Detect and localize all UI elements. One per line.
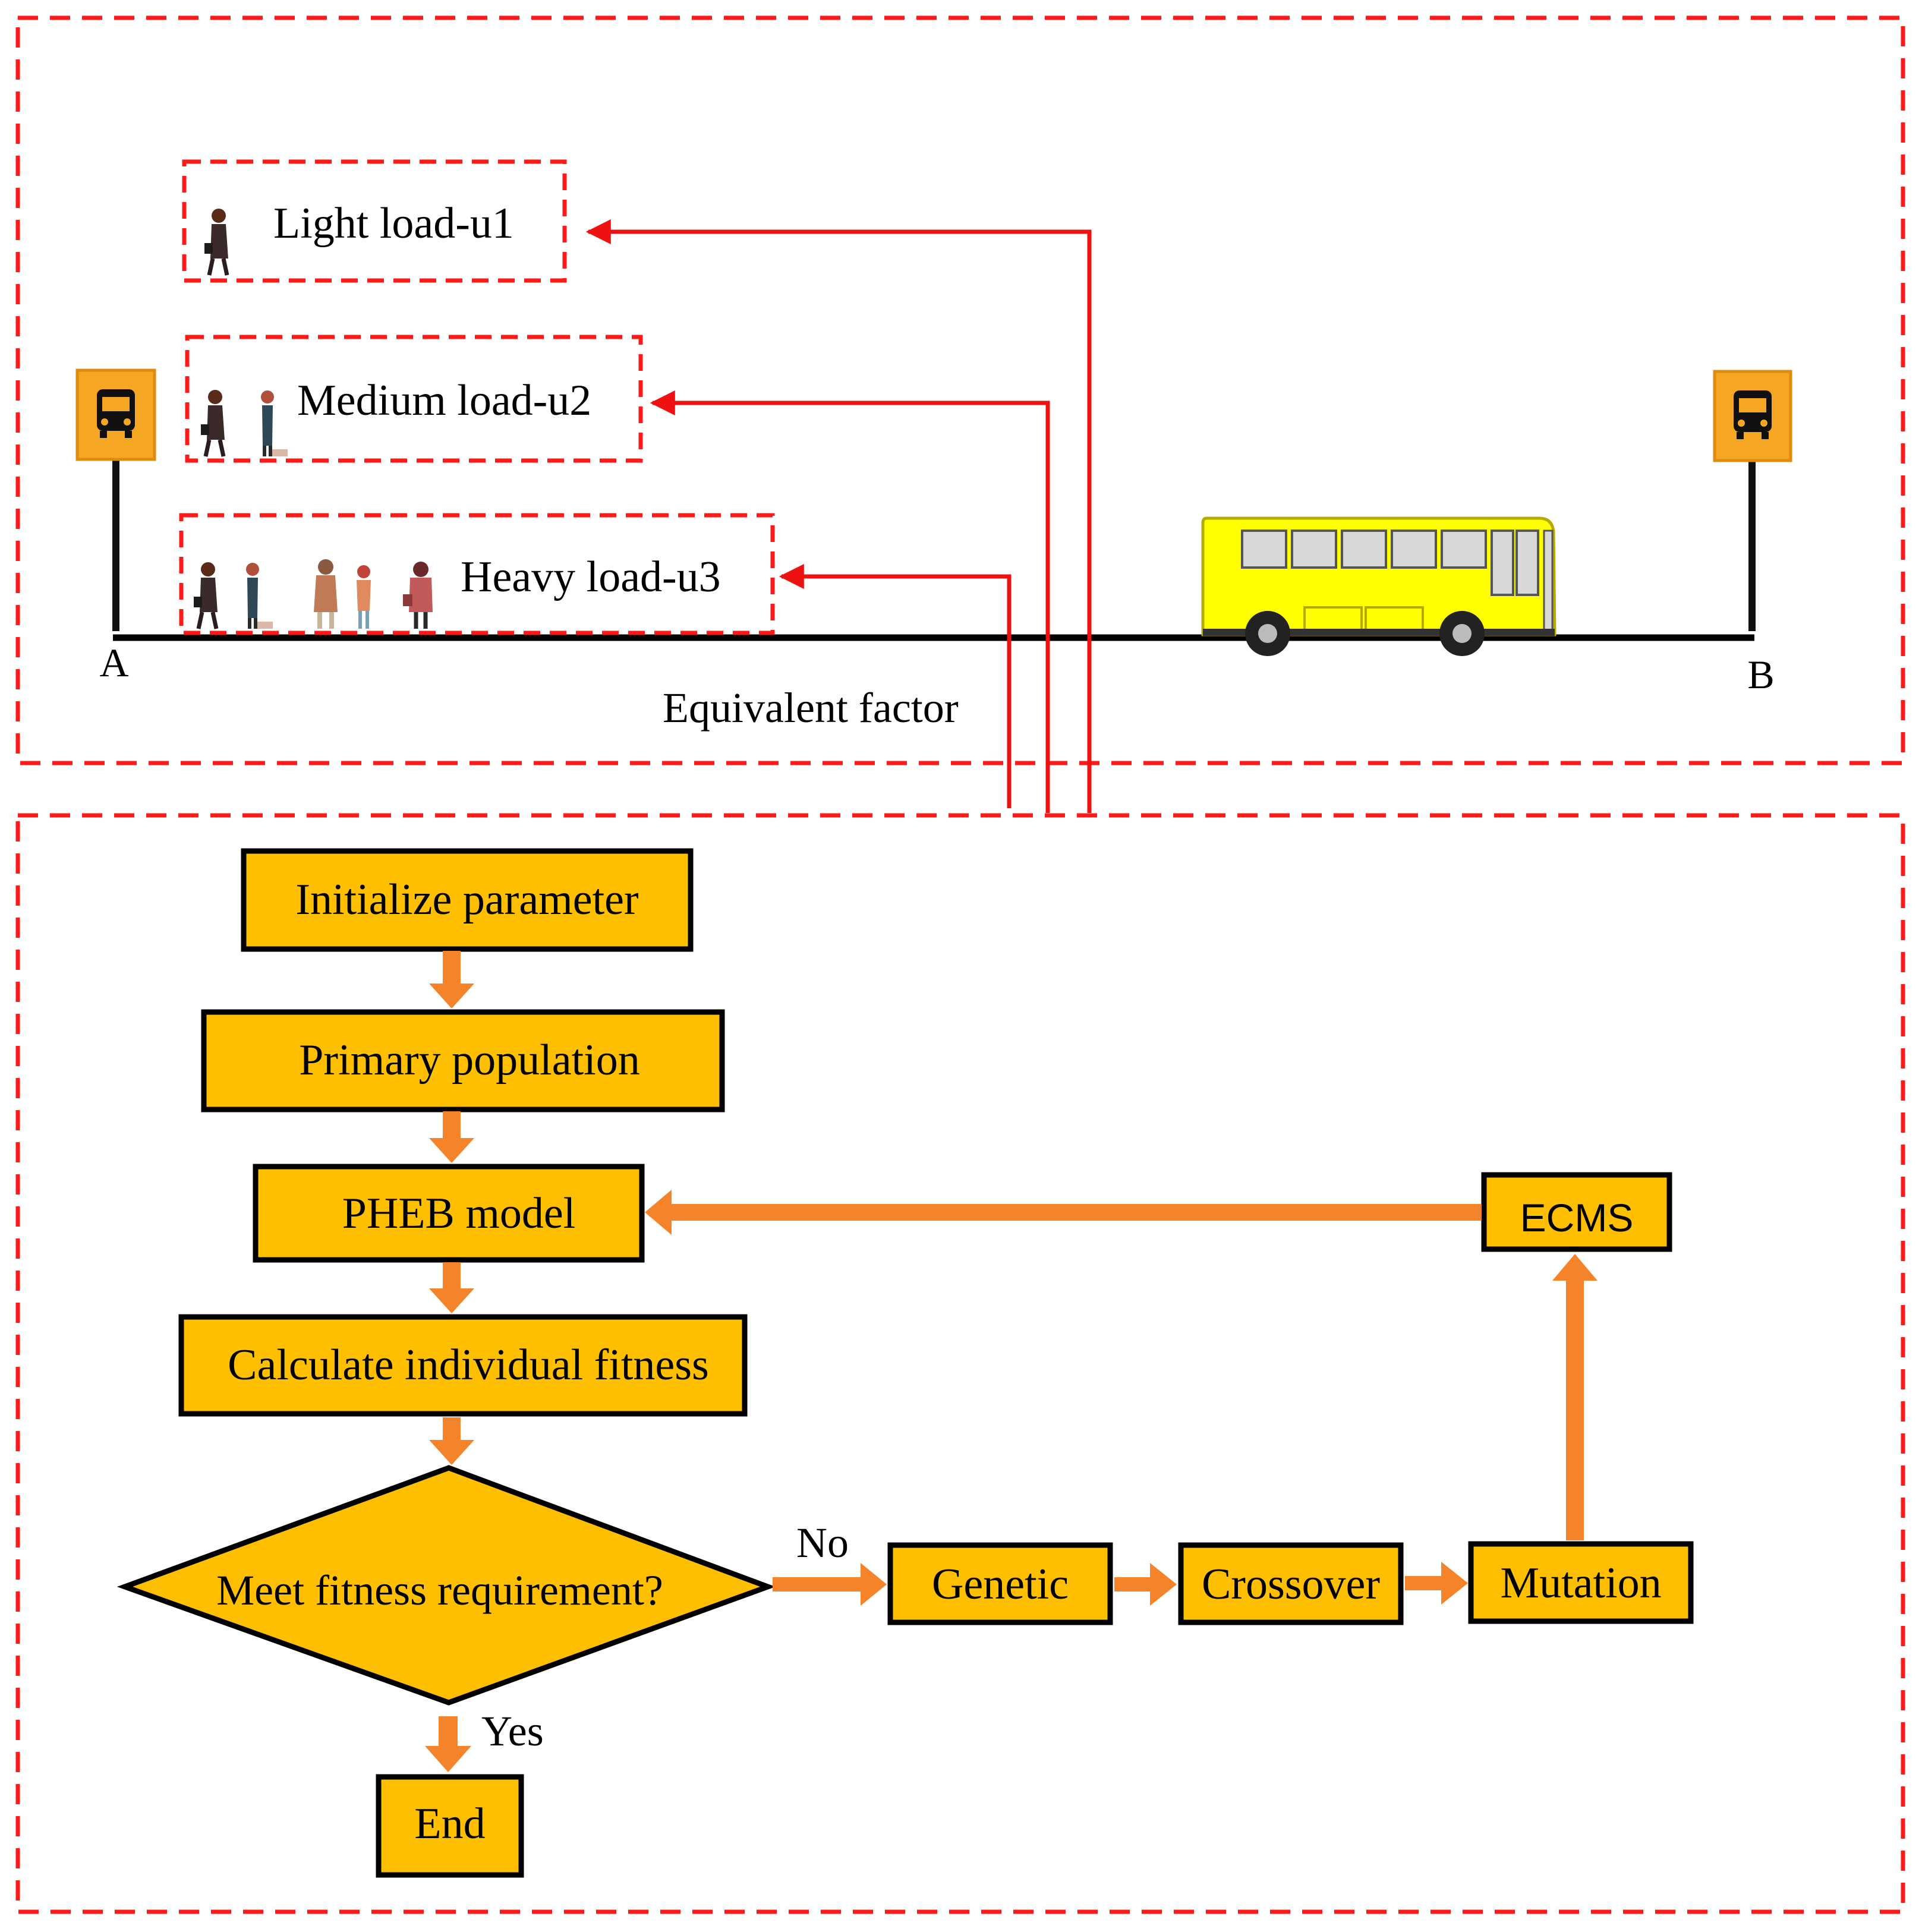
pheb-model-label: PHEB model	[342, 1189, 576, 1238]
primary-population-label: Primary population	[299, 1036, 639, 1085]
bus-stop-sign-icon	[75, 368, 156, 461]
genetic-box: Genetic	[887, 1542, 1113, 1625]
stop-b-label: B	[1747, 652, 1774, 697]
arrow-ecms-to-pheb	[645, 1190, 1482, 1235]
ecms-label: ECMS	[1520, 1196, 1634, 1240]
arrow-to-medium-load	[650, 390, 1050, 813]
arrow-initialize-to-population	[429, 951, 474, 1008]
mutation-label: Mutation	[1500, 1559, 1661, 1608]
arrow-pheb-to-fitness	[429, 1262, 474, 1313]
ecms-box: ECMS	[1481, 1172, 1672, 1252]
bus-stop-b	[1713, 370, 1792, 631]
mutation-box: Mutation	[1468, 1541, 1694, 1624]
initialize-parameter-box: Initialize parameter	[241, 848, 694, 952]
arrow-to-light-load	[585, 219, 1092, 813]
calculate-fitness-label: Calculate individual fitness	[228, 1341, 709, 1389]
decision-label: Meet fitness requirement?	[216, 1567, 663, 1614]
stop-a-label: A	[99, 640, 128, 685]
arrow-decision-to-genetic	[773, 1563, 887, 1606]
bus-stop-a	[75, 368, 156, 631]
end-box: End	[376, 1774, 524, 1878]
route-panel-border	[15, 15, 1905, 765]
arrow-mutation-to-ecms	[1552, 1254, 1598, 1540]
passenger-group-icon	[204, 209, 228, 275]
bus-icon	[1201, 516, 1556, 656]
arrow-to-heavy-load	[779, 564, 1012, 808]
arrow-fitness-to-decision	[429, 1417, 474, 1465]
crossover-label: Crossover	[1202, 1560, 1380, 1609]
arrow-genetic-to-crossover	[1114, 1563, 1177, 1606]
end-label: End	[414, 1799, 485, 1848]
passenger-group-icon	[201, 390, 288, 456]
arrow-crossover-to-mutation	[1405, 1562, 1468, 1605]
passenger-group-icon	[194, 559, 433, 629]
heavy-load-label: Heavy load-u3	[461, 553, 721, 601]
heavy-load-box: Heavy load-u3	[179, 513, 775, 635]
medium-load-label: Medium load-u2	[297, 376, 591, 425]
fitness-decision-diamond: Meet fitness requirement?	[116, 1465, 776, 1706]
arrow-decision-to-end	[425, 1716, 471, 1772]
crossover-box: Crossover	[1178, 1542, 1404, 1625]
optimization-panel-border	[15, 813, 1905, 1914]
equivalent-factor-label: Equivalent factor	[663, 684, 959, 732]
light-load-label: Light load-u1	[273, 199, 514, 248]
pheb-model-box: PHEB model	[253, 1164, 645, 1263]
arrow-population-to-pheb	[429, 1111, 474, 1163]
no-label: No	[796, 1519, 849, 1567]
primary-population-box: Primary population	[201, 1009, 725, 1112]
light-load-box: Light load-u1	[182, 159, 567, 283]
yes-label: Yes	[481, 1707, 544, 1755]
medium-load-box: Medium load-u2	[185, 335, 643, 463]
calculate-fitness-box: Calculate individual fitness	[178, 1314, 748, 1417]
genetic-label: Genetic	[932, 1560, 1069, 1609]
initialize-parameter-label: Initialize parameter	[295, 875, 638, 924]
bus-stop-sign-icon	[1713, 370, 1792, 462]
